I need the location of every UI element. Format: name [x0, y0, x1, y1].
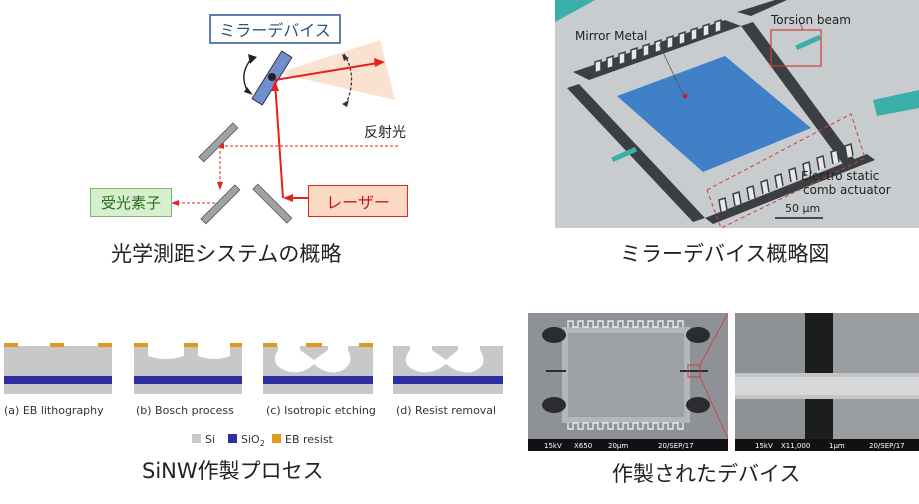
comb-highlight: [706, 113, 866, 228]
receiver-label: 受光素子: [90, 188, 172, 217]
torsion-highlight: [770, 29, 822, 67]
sem2-scale: 1μm: [829, 442, 845, 450]
legend-sio2-label: SiO2: [241, 433, 265, 448]
torsion-beam-label: Torsion beam: [770, 13, 851, 27]
fabricated-caption: 作製されたデバイス: [612, 462, 801, 486]
fold-mirror-right: [252, 183, 293, 224]
mirror-device-caption: ミラーデバイス概略図: [620, 242, 830, 266]
sem1-kv: 15kV: [544, 442, 562, 450]
sem1-scale: 20μm: [608, 442, 628, 450]
process-step-c: [263, 343, 373, 394]
sem-image-overview: 15kV X650 20μm 20/SEP/17: [528, 313, 728, 451]
mirror-metal: [617, 56, 811, 172]
scale-label: 50 μm: [785, 202, 820, 215]
comb-teeth-bottom: [718, 143, 854, 213]
mirror-device-label: ミラーデバイス: [209, 14, 341, 44]
comb-teeth-top: [594, 18, 722, 72]
process-step-a: [4, 343, 112, 394]
scan-arc: [343, 53, 353, 105]
optical-system-diagram: 反射光: [171, 40, 406, 225]
laser-label: レーザー: [308, 185, 408, 217]
mirror-device-render: Mirror Metal Torsion beam Electro static…: [555, 0, 919, 228]
fold-mirror-bottom: [200, 184, 241, 225]
legend-resist-swatch: [272, 434, 281, 443]
process-step-d: [393, 346, 503, 394]
process-step-b: [134, 343, 242, 394]
process-caption: SiNW作製プロセス: [142, 459, 324, 483]
process-diagram: (a) EB lithography (b) Bosch process (c)…: [4, 343, 503, 448]
sem2-mag: X11,000: [781, 442, 810, 450]
fold-mirror-top: [198, 122, 239, 163]
sem2-date: 20/SEP/17: [869, 442, 905, 450]
step-c-label: (c) Isotropic etching: [266, 404, 376, 417]
legend-si-label: Si: [205, 433, 215, 446]
comb-label-line2: comb actuator: [803, 183, 891, 197]
sem-image-zoom: 15kV X11,000 1μm 20/SEP/17: [735, 313, 919, 451]
optical-caption: 光学測距システムの概略: [111, 242, 342, 266]
legend-resist-label: EB resist: [285, 433, 334, 446]
sem1-date: 20/SEP/17: [658, 442, 694, 450]
step-b-label: (b) Bosch process: [136, 404, 234, 417]
reflected-light-label: 反射光: [364, 125, 406, 141]
sem2-kv: 15kV: [755, 442, 773, 450]
step-d-label: (d) Resist removal: [396, 404, 496, 417]
step-a-label: (a) EB lithography: [4, 404, 104, 417]
legend-sio2-swatch: [228, 434, 237, 443]
comb-label-line1: Electro static: [801, 169, 879, 183]
sem1-mag: X650: [574, 442, 592, 450]
mirror-pivot: [268, 73, 276, 81]
mirror-metal-label: Mirror Metal: [575, 29, 647, 43]
legend-si-swatch: [192, 434, 201, 443]
